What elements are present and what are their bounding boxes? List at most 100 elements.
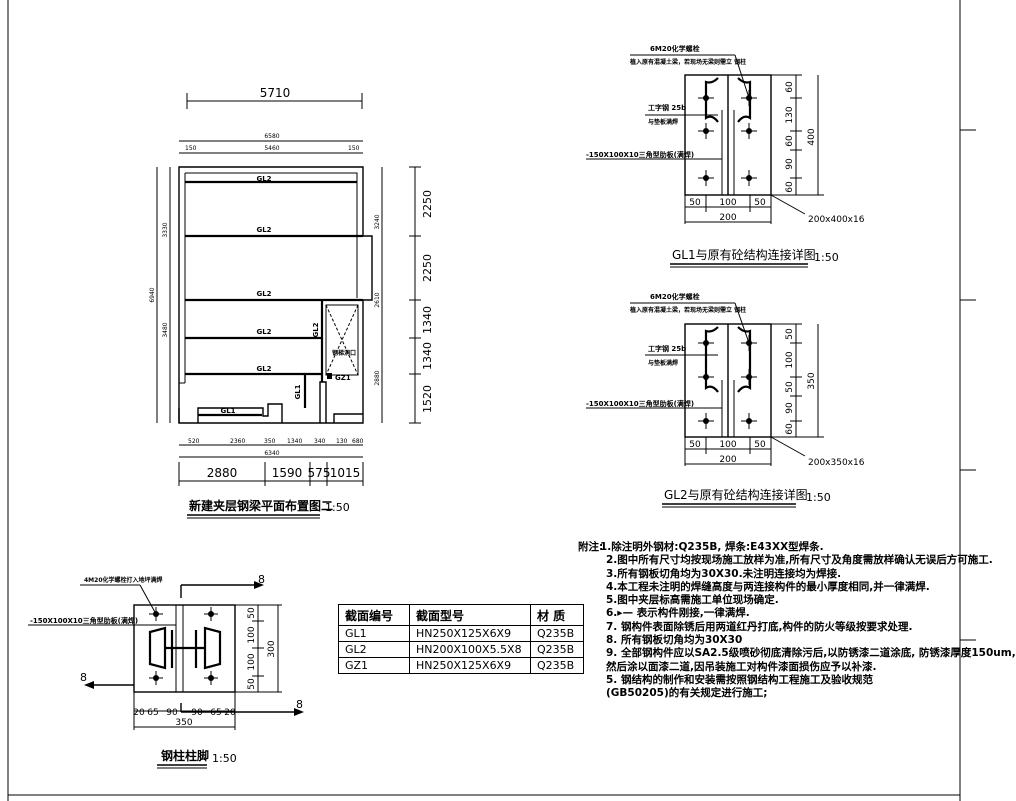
gl2-detail: 6M20化学螺栓 植入原有混凝土梁，若现场无梁则需立 钢柱 工字钢 25b 与垫… (586, 292, 865, 508)
dim-bottom: 1015 (330, 466, 361, 480)
column-gz1 (327, 373, 332, 379)
dim-sub-right: 150 (348, 145, 360, 152)
gl2-scale: 1:50 (806, 491, 831, 504)
note-item: 6.▸— 表示构件刚接,一律满焊. (606, 607, 750, 620)
note-item: 9. 全部钢构件应以SA2.5级喷砂彻底清除污后,以防锈漆二道涂底, 防锈漆厚度… (606, 647, 1016, 660)
dim-bottom-mid: 6340 (264, 450, 279, 457)
plate-note: 200x400x16 (808, 215, 865, 225)
dim-top: 5710 (260, 86, 291, 100)
section-table: 截面编号 截面型号 材 质 GL1 HN250X125X6X9 Q235B GL… (338, 604, 584, 674)
table-header-cell: 截面型号 (409, 604, 531, 626)
beam-note: 工字钢 25b (648, 103, 686, 112)
table-cell: HN250X125X6X9 (409, 625, 531, 642)
table-cell: GL1 (338, 625, 410, 642)
dim-bottom: 1590 (272, 466, 303, 480)
dim-bottom: 20 (224, 708, 236, 718)
bolt-note: 6M20化学螺栓 (650, 292, 700, 301)
beam-label-vertical: GL2 (312, 322, 320, 337)
table-cell: Q235B (530, 641, 584, 658)
table-cell: HN250X125X6X9 (409, 657, 531, 674)
dim-right: 60 (785, 181, 795, 193)
dim-right: 60 (785, 423, 795, 435)
stiffener-note: -150X100X10三角型肋板(满焊) (586, 399, 694, 408)
dim-total: 300 (267, 640, 277, 657)
note-item: 然后涂以面漆二道,因吊装施工对构件漆面损伤应予以补漆. (606, 660, 877, 673)
notes-block: 附注:1.除注明外钢材:Q235B, 焊条:E43XX型焊条. 2.图中所有尺寸… (578, 541, 1016, 701)
section-mark: 8 (296, 698, 303, 711)
dim-right-inner: 2610 (374, 292, 381, 307)
dim-right: 60 (785, 81, 795, 93)
dim-right-inner: 3240 (374, 214, 381, 229)
column-label: GZ1 (335, 374, 351, 382)
dim-left-inner: 3330 (162, 222, 169, 237)
note-item: 5.图中夹层标高需施工单位现场确定. (606, 594, 779, 607)
dim-right: 90 (785, 158, 795, 170)
dim-right: 50 (247, 678, 257, 690)
dim-bottom: 65 (210, 708, 221, 718)
dim-right: 1340 (421, 342, 434, 370)
note-item: (GB50205)的有关规定进行施工; (606, 687, 768, 700)
table-cell: HN200X100X5.5X8 (409, 641, 531, 658)
table-row: GL2 HN200X100X5.5X8 Q235B (338, 641, 584, 658)
room-inner-wall (184, 172, 358, 383)
dim-right: 50 (785, 328, 795, 340)
column-section (148, 626, 222, 670)
dim-sub2: 5460 (264, 145, 279, 152)
dim-right: 100 (247, 653, 257, 670)
dim-total: 350 (807, 372, 817, 389)
stiffener-note: -150X100X10三角型肋板(满焊) (30, 616, 138, 625)
column-foot-title: 钢柱柱脚 (161, 748, 209, 763)
weld-note: 与垫板满焊 (648, 118, 678, 126)
dim-bottom: 575 (308, 466, 331, 480)
table-header-cell: 截面编号 (338, 604, 410, 626)
dim-right: 100 (247, 626, 257, 643)
stair-label: 钢梯洞口 (332, 349, 356, 357)
table-header-cell: 材 质 (530, 604, 584, 626)
plan-title: 新建夹层钢梁平面布置图二 (189, 498, 333, 513)
table-cell: GL2 (338, 641, 410, 658)
beam-note: 工字钢 25b (648, 344, 686, 353)
table-cell: Q235B (530, 625, 584, 642)
note-item: 2.图中所有尺寸均按现场施工放样为准,所有尺寸及角度需放样确认无误后方可施工. (606, 554, 993, 567)
bolt-note: 6M20化学螺栓 (650, 44, 700, 53)
dim-bottom: 50 (754, 440, 766, 450)
weld-note: 与垫板满焊 (648, 359, 678, 367)
dim-right: 2250 (421, 254, 434, 282)
table-header-row: 截面编号 截面型号 材 质 (338, 604, 584, 626)
stair-opening-cross (325, 304, 359, 376)
stiffener-note: -150X100X10三角型肋板(满焊) (586, 150, 694, 159)
drawing-canvas: 5710 6580 150 5460 150 GL2 GL2 GL2 GL2 G… (7, 0, 976, 801)
dim-total: 400 (807, 128, 817, 145)
dim-bottom: 50 (689, 440, 701, 450)
dim-sub-left: 150 (185, 145, 197, 152)
table-cell: GZ1 (338, 657, 410, 674)
base-plate (133, 604, 236, 693)
dim-width: 200 (719, 455, 736, 465)
dim-right: 90 (785, 402, 795, 414)
dim-bottom: 90 (191, 708, 203, 718)
dim-bottom: 50 (689, 198, 701, 208)
note-item: 7. 钢构件表面除锈后用两道红丹打底,构件的防火等级按要求处理. (606, 620, 913, 633)
beam-label: GL2 (256, 290, 271, 298)
leader (139, 584, 157, 615)
dim-right: 60 (785, 135, 795, 147)
dim-bottom-small: 340 (314, 438, 326, 445)
beam-label: GL1 (220, 407, 235, 415)
notes-heading: 附注: (578, 541, 604, 553)
gl1-title: GL1与原有砼结构连接详图 (672, 247, 816, 262)
dim-right: 1340 (421, 306, 434, 334)
dim-right: 100 (785, 351, 795, 368)
bolt-note-2: 植入原有混凝土梁，若现场无梁则需立 钢柱 (629, 58, 746, 66)
dim-left-outer: 6940 (149, 287, 156, 302)
bottom-wall-right (319, 381, 363, 423)
dim-right: 50 (247, 607, 257, 619)
beam-label: GL2 (256, 175, 271, 183)
table-cell: Q235B (530, 657, 584, 674)
dim-bottom: 50 (754, 198, 766, 208)
dim-bottom: 65 (147, 708, 158, 718)
section-mark: 8 (258, 573, 265, 586)
dim-width: 200 (719, 213, 736, 223)
stiffener (721, 110, 735, 195)
section-cut-line (180, 584, 258, 598)
note-item: 3.所有钢板切角均为30X30.未注明连接均为焊接. (606, 567, 842, 580)
